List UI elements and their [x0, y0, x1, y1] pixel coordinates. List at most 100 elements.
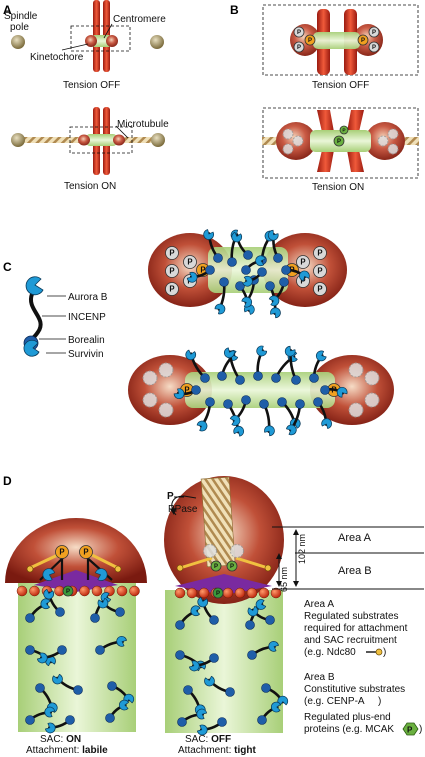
kinetochore-d-left [5, 518, 147, 732]
phospho-marker [79, 545, 93, 559]
borealin-survivin [209, 615, 219, 625]
phospho-letter: P [230, 564, 234, 570]
phospho-letter: P [169, 267, 174, 276]
borealin-survivin [223, 399, 233, 409]
microtubule-label: Microtubule [117, 119, 169, 130]
phospho-letter: P [187, 258, 192, 267]
phospho-group-b-on: PP [282, 125, 399, 155]
area-a-desc-1: Regulated substrates [304, 611, 399, 622]
borealin-survivin [261, 683, 271, 693]
centromere-d-left [18, 580, 136, 732]
phospho-letter: P [200, 266, 205, 275]
borealin-survivin [227, 257, 237, 267]
zoom-box [70, 25, 131, 52]
centromere-green [91, 35, 112, 47]
panel-label-a: A [3, 3, 12, 17]
borealin-survivin [205, 265, 215, 275]
phospho-marker [183, 255, 197, 269]
panel-label-b: B [230, 3, 239, 17]
panel-a-top: Spindle pole Centromere Kinetochore Tens… [4, 0, 166, 91]
left-sac-caption: SAC: ON [40, 734, 81, 745]
borealin-survivin [73, 685, 83, 695]
ndc80-head [26, 565, 34, 573]
dephospho-ghost [387, 143, 399, 155]
borealin-survivin [95, 645, 105, 655]
aurora-b [336, 386, 348, 398]
phospho-marker [62, 585, 74, 597]
aurora-b [255, 255, 266, 267]
area-b-substrate [174, 587, 186, 599]
aurora-b [321, 418, 332, 429]
centromere-d-right [165, 590, 283, 733]
phospho-marker [368, 26, 380, 38]
borealin-survivin [320, 385, 330, 395]
aurora-b [94, 568, 108, 581]
phospho-marker [368, 41, 380, 53]
inner-plate-right [175, 574, 272, 595]
aurora-b [204, 675, 215, 687]
area-b-desc-1: Constitutive substrates [304, 684, 405, 695]
borealin-survivin [241, 265, 251, 275]
phospho-letter: P [317, 267, 322, 276]
aurora-b [233, 425, 245, 437]
panel-b-box-off [262, 4, 419, 76]
dephospho-p-label: P [167, 491, 174, 502]
dephospho-ghost [230, 544, 244, 558]
area-b-substrate [270, 587, 282, 599]
borealin-survivin [25, 645, 35, 655]
borealin-survivin [265, 281, 275, 291]
borealin-survivin [205, 397, 215, 407]
plus-end-2: proteins (e.g. MCAK [304, 724, 394, 735]
borealin-survivin [281, 265, 291, 275]
borealin-survivin [65, 715, 75, 725]
centromere-label: Centromere [113, 14, 166, 25]
borealin-survivin [313, 397, 323, 407]
dephospho-ghost [364, 392, 380, 408]
phospho-marker [313, 282, 327, 296]
outer-kinetochore-left [5, 518, 147, 583]
phospho-marker [296, 255, 310, 269]
borealin-survivin [291, 375, 301, 385]
aurora-b [36, 652, 48, 664]
borealin-survivin [247, 650, 257, 660]
aurora-b [190, 605, 201, 617]
phospho-marker [55, 545, 69, 559]
spindle-pole-left [11, 35, 25, 49]
area-b-example: (e.g. CENP-A [304, 696, 365, 707]
phospho-letter: P [372, 30, 376, 36]
area-b-substrate [198, 587, 210, 599]
borealin-survivin [175, 620, 185, 630]
phospho-marker [293, 41, 305, 53]
spindle-pole-label-1: Spindle [4, 11, 38, 22]
right-attach-caption: Attachment: tight [178, 745, 256, 756]
aurora-b [196, 724, 208, 736]
aurora-b [214, 303, 226, 315]
aurora-b [270, 701, 282, 713]
area-b-substrate [222, 587, 234, 599]
kinetochore-right-on [113, 134, 125, 146]
phospho-marker [313, 264, 327, 278]
phospho-marker [293, 26, 305, 38]
kinetochore-d-right [164, 476, 284, 733]
tension-off-label-b: Tension OFF [312, 80, 369, 91]
area-b-title: Area B [304, 672, 335, 683]
area-a-title: Area A [304, 599, 334, 610]
dephospho-ghost [387, 128, 399, 140]
aurora-b [267, 229, 279, 241]
aurora-b [242, 275, 253, 287]
borealin-survivin [213, 253, 223, 263]
borealin-survivin [241, 395, 251, 405]
borealin-survivin [115, 607, 125, 617]
phospho-letter: P [59, 548, 64, 557]
dephospho-ghost [142, 392, 158, 408]
borealin-survivin [55, 607, 65, 617]
aurora-b [40, 598, 51, 610]
aurora-b [188, 660, 200, 672]
borealin-survivin [279, 277, 289, 287]
borealin-survivin [175, 650, 185, 660]
phospho-letter: P [184, 386, 189, 395]
phospho-letter: P [317, 249, 322, 258]
aurora-b [100, 592, 112, 603]
phospho-letter: P [372, 45, 376, 51]
